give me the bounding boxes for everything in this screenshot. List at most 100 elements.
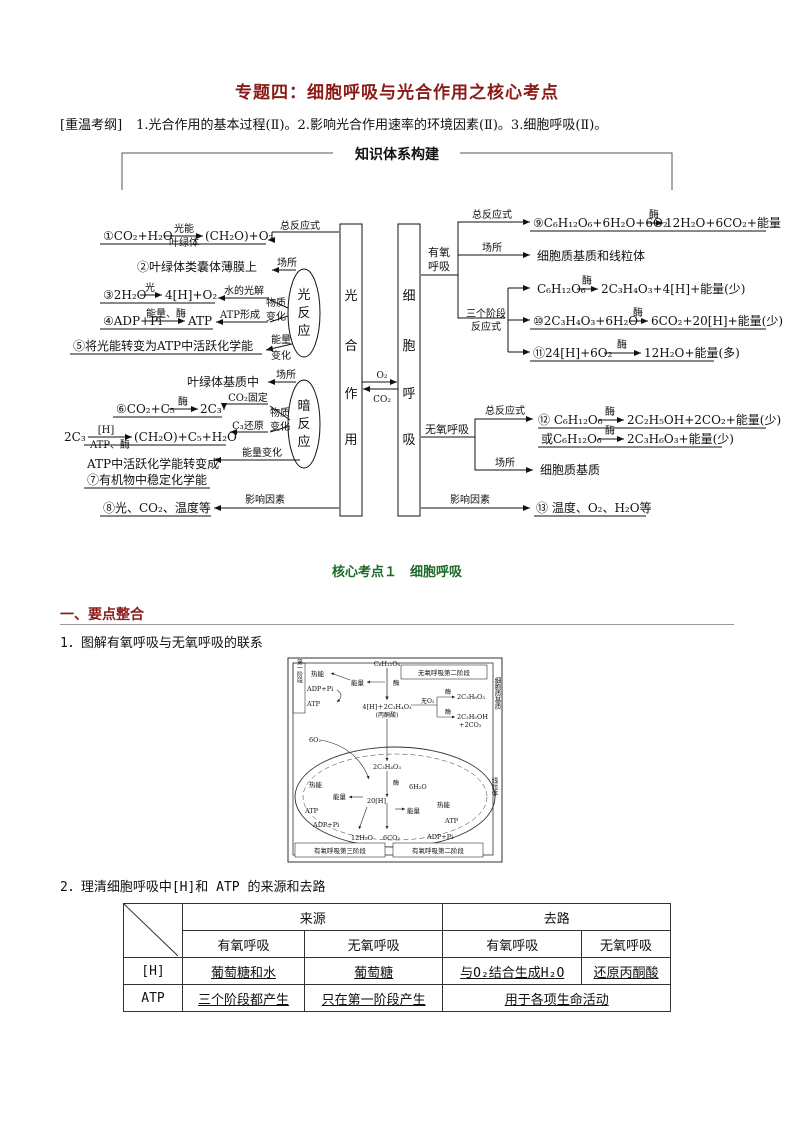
svg-text:能量、酶: 能量、酶 [146,307,186,320]
svg-text:⑨C₆H₁₂O₆+6H₂O+6O₂: ⑨C₆H₁₂O₆+6H₂O+6O₂ [533,216,668,230]
o2-label: O₂ [377,371,388,381]
svg-text:场所: 场所 [276,368,296,381]
source-anaerobic: 无氧呼吸 [303,930,444,958]
svg-text:12H₂O+6CO₂+能量: 12H₂O+6CO₂+能量 [665,216,781,230]
svg-text:光: 光 [145,281,155,294]
table-cell: 三个阶段都产生 [182,984,305,1012]
svg-text:20[H]: 20[H] [367,797,386,805]
svg-text:C₆H₁₂O₆: C₆H₁₂O₆ [374,660,401,668]
h-atp-table: 来源 去路 有氧呼吸 无氧呼吸 有氧呼吸 无氧呼吸 [H] 葡萄糖和水 葡萄糖 … [123,903,671,1012]
svg-text:能量: 能量 [351,678,365,687]
row-h-label: [H] [123,957,183,985]
svg-text:无氧呼吸第二阶段: 无氧呼吸第二阶段 [418,668,471,677]
svg-text:ADP+Pi: ADP+Pi [306,685,333,693]
svg-text:ADP+Pi: ADP+Pi [312,821,339,829]
item-1: 1．图解有氧呼吸与无氧呼吸的联系 [60,636,263,651]
page-title: 专题四：细胞呼吸与光合作用之核心考点 [235,83,559,103]
svg-text:变化: 变化 [270,420,290,433]
section-rule [60,624,734,625]
svg-text:有氧呼吸第三阶段: 有氧呼吸第三阶段 [314,846,367,855]
photo-char-3: 作 [344,387,357,402]
resp-char-3: 呼 [402,387,415,402]
svg-text:三个阶段: 三个阶段 [466,307,506,320]
svg-text:影响因素: 影响因素 [450,493,490,506]
svg-text:热能: 热能 [309,780,323,789]
h-dest-anaerobic: 还原丙酮酸 [593,965,659,981]
svg-text:场所: 场所 [277,256,297,269]
svg-text:①CO₂+H₂O: ①CO₂+H₂O [103,229,173,243]
light-char-2: 反 [297,306,310,321]
svg-text:细胞质基质和线粒体: 细胞质基质和线粒体 [537,248,645,263]
svg-text:⑥CO₂+C₅: ⑥CO₂+C₅ [116,402,175,416]
photo-char-4: 用 [344,433,357,448]
svg-text:ADP+Pi: ADP+Pi [426,833,453,841]
svg-text:2C₂H₅OH+2CO₂+能量(少): 2C₂H₅OH+2CO₂+能量(少) [627,413,781,427]
knowledge-diagram: 知识体系构建 光 合 作 用 细 胞 呼 吸 O₂ CO₂ 光 反 应 暗 反 … [64,146,783,517]
svg-text:②叶绿体类囊体薄膜上: ②叶绿体类囊体薄膜上 [137,259,257,274]
resp-char-4: 吸 [402,433,415,448]
header-label: 知识体系构建 [355,146,439,163]
resp-char-1: 细 [402,289,415,304]
svg-text:酶: 酶 [633,306,643,319]
table-cell: 葡萄糖 [303,957,444,985]
left-branch: 总反应式 ①CO₂+H₂O 光能 叶绿体 (CH₂O)+O₂ 场所 ②叶绿体类囊… [64,219,339,517]
svg-text:第一阶段: 第一阶段 [296,658,303,684]
svg-text:光能: 光能 [174,222,194,235]
svg-text:⑩2C₃H₄O₃+6H₂O: ⑩2C₃H₄O₃+6H₂O [533,314,638,328]
dark-char-2: 反 [297,417,310,432]
svg-text:叶绿体基质中: 叶绿体基质中 [187,374,259,389]
svg-text:线粒体: 线粒体 [490,776,498,798]
svg-text:能量: 能量 [333,792,347,801]
respiration-box [397,223,421,517]
svg-text:2C₃: 2C₃ [64,430,86,444]
svg-text:总反应式: 总反应式 [485,404,525,417]
table-cell: 葡萄糖和水 [182,957,305,985]
svg-text:(CH₂O)+C₅+H₂O: (CH₂O)+C₅+H₂O [134,430,237,444]
exam-outline: [重温考纲]1.光合作用的基本过程(Ⅱ)。2.影响光合作用速率的环境因素(Ⅱ)。… [60,114,607,133]
svg-text:酶: 酶 [582,274,592,287]
h-source-aerobic: 葡萄糖和水 [210,965,276,981]
svg-text:C₃还原: C₃还原 [232,420,264,432]
h-source-anaerobic: 葡萄糖 [354,965,394,981]
svg-text:+2CO₂: +2CO₂ [459,721,482,729]
svg-text:酶: 酶 [393,779,399,787]
svg-text:水的光解: 水的光解 [224,284,264,297]
diagonal-line [124,904,178,956]
svg-text:叶绿体: 叶绿体 [169,236,199,249]
svg-text:有氧呼吸第二阶段: 有氧呼吸第二阶段 [412,846,465,855]
svg-text:2C₃: 2C₃ [200,402,222,416]
atp-source-aerobic: 三个阶段都产生 [197,992,289,1008]
svg-text:变化: 变化 [271,349,291,362]
resp-char-2: 胞 [402,339,415,354]
svg-text:6CO₂: 6CO₂ [383,834,400,842]
svg-text:能量变化: 能量变化 [242,446,282,459]
svg-text:能量: 能量 [271,333,291,346]
svg-text:总反应式: 总反应式 [472,208,512,221]
svg-text:细胞质基质: 细胞质基质 [540,463,600,477]
photo-char-2: 合 [344,339,357,354]
svg-text:⑧光、CO₂、温度等: ⑧光、CO₂、温度等 [103,500,211,515]
svg-text:无氧呼吸: 无氧呼吸 [425,422,469,436]
svg-text:场所: 场所 [495,456,515,469]
svg-text:(丙酮酸): (丙酮酸) [376,711,399,719]
photo-char-1: 光 [344,289,357,304]
atp-destination: 用于各项生命活动 [504,992,609,1008]
item-2: 2．理清细胞呼吸中[H]和 ATP 的来源和去路 [60,880,326,895]
svg-text:4[H]＋2C₃H₄O₃: 4[H]＋2C₃H₄O₃ [362,703,412,711]
svg-text:ATP形成: ATP形成 [219,309,260,321]
svg-text:有氧: 有氧 [428,245,450,259]
dark-reaction-oval [287,379,321,469]
svg-text:6H₂O: 6H₂O [409,783,427,791]
header-frame [121,152,673,190]
svg-text:4[H]+O₂: 4[H]+O₂ [165,288,217,302]
svg-text:酶: 酶 [445,688,451,696]
dest-aerobic: 有氧呼吸 [442,930,583,958]
svg-text:无O₂: 无O₂ [421,698,435,705]
dark-char-3: 应 [297,434,310,450]
table-cell: 用于各项生命活动 [442,984,671,1012]
svg-text:酶: 酶 [178,395,188,408]
svg-text:反应式: 反应式 [471,320,501,333]
source-aerobic: 有氧呼吸 [182,930,305,958]
svg-text:⑦有机物中稳定化学能: ⑦有机物中稳定化学能 [87,472,207,487]
svg-text:12H₂O: 12H₂O [351,834,373,842]
